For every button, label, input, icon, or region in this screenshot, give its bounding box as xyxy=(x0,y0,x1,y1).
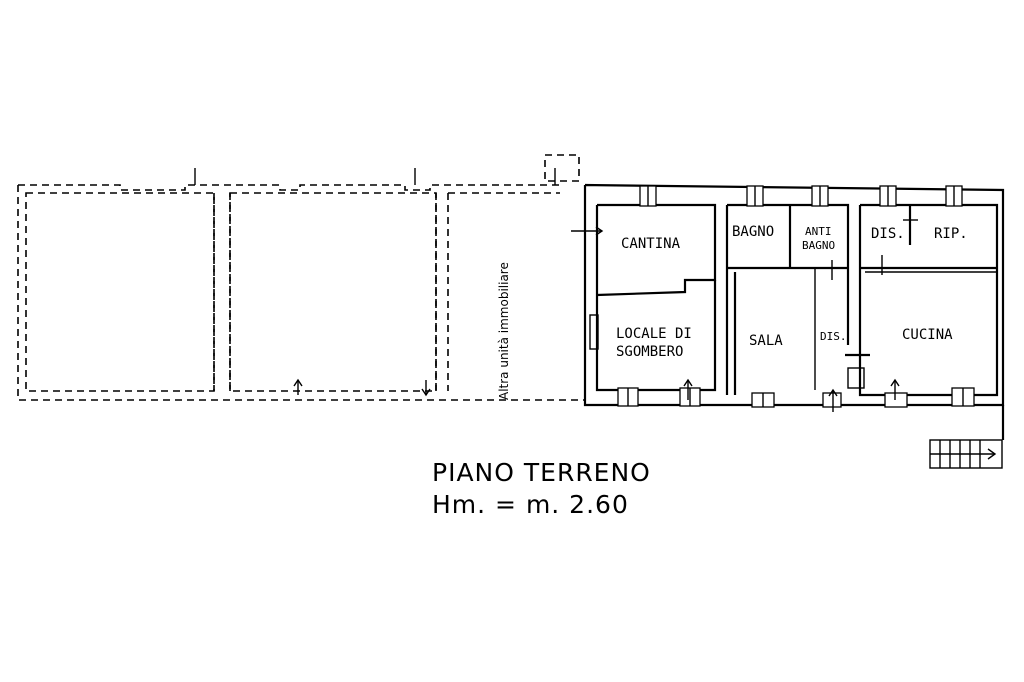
room-label-anti-2: BAGNO xyxy=(802,239,835,252)
windows xyxy=(617,185,975,408)
room-label-dis-top: DIS. xyxy=(871,226,905,242)
room-label-rip: RIP. xyxy=(934,226,968,242)
entrance-arrows xyxy=(293,226,900,412)
room-label-anti-1: ANTI xyxy=(805,225,832,238)
plan-title: PIANO TERRENO xyxy=(432,458,651,487)
room-label-cantina: CANTINA xyxy=(621,236,681,252)
other-unit-note: Altra unità immobiliare xyxy=(497,262,511,400)
main-unit-walls xyxy=(583,183,1005,440)
room-label-dis-mid: DIS. xyxy=(820,330,847,343)
room-label-sala: SALA xyxy=(749,333,783,349)
room-label-locale-2: SGOMBERO xyxy=(616,344,683,360)
stair xyxy=(929,439,1003,469)
room-label-cucina: CUCINA xyxy=(902,327,953,343)
room-label-locale-1: LOCALE DI xyxy=(616,326,692,342)
room-label-bagno: BAGNO xyxy=(732,224,774,240)
adjacent-unit-outline xyxy=(17,154,585,401)
ceiling-height: Hm. = m. 2.60 xyxy=(432,490,629,519)
